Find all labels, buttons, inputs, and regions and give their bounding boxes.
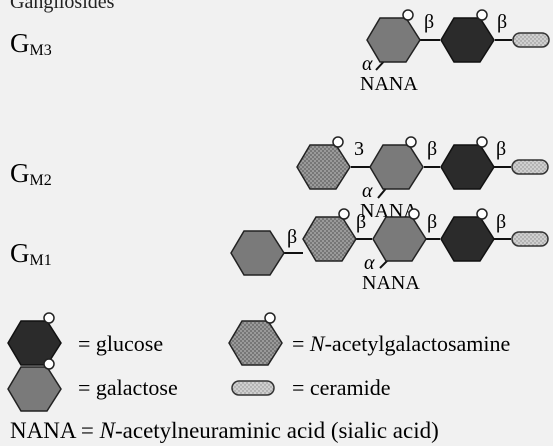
label-gm1: GM1	[10, 238, 52, 269]
link-label: β	[497, 11, 507, 33]
ring-oxygen-icon	[476, 208, 488, 220]
ring-oxygen-icon	[338, 208, 350, 220]
label-gm3: GM3	[10, 28, 52, 59]
chain-gm2: 3 β β α NANA	[296, 136, 549, 222]
faded-background-text: Gangliosides	[10, 0, 115, 13]
chain-gm3: β β α NANA	[360, 9, 550, 95]
glucose-hexagon	[440, 17, 495, 63]
link-label: 3	[354, 138, 364, 160]
link-label: β	[356, 211, 366, 233]
link-label: β	[427, 211, 437, 233]
nana-footnote: NANA = N-acetylneuraminic acid (sialic a…	[10, 418, 439, 443]
legend-n-acetylgalactosamine-label: = N-acetylgalactosamine	[292, 331, 510, 356]
n-acetylgalactosamine-hexagon	[302, 216, 357, 262]
link-label: β	[427, 138, 437, 160]
n-acetylgalactosamine-hexagon	[296, 144, 351, 190]
nana-label: NANA	[362, 272, 420, 294]
link-label: β	[496, 211, 506, 233]
branch-link-label: α	[362, 180, 373, 202]
galactose-hexagon	[369, 144, 424, 190]
header-fragment: Gangliosides	[10, 0, 115, 13]
legend-ceramide-label: = ceramide	[292, 375, 391, 400]
glucose-hexagon	[440, 144, 495, 190]
glucose-hexagon	[440, 216, 495, 262]
ring-oxygen-icon	[408, 208, 420, 220]
ring-oxygen-icon	[43, 312, 55, 324]
nana-label: NANA	[360, 73, 418, 95]
galactose-hexagon	[372, 216, 427, 262]
ring-oxygen-icon	[405, 136, 417, 148]
ring-oxygen-icon	[264, 312, 276, 324]
legend-galactose-icon	[7, 366, 62, 412]
ring-oxygen-icon	[332, 136, 344, 148]
chain-gm1: β β β β α NANA	[230, 208, 549, 294]
ceramide-bar	[511, 159, 549, 175]
ceramide-bar	[512, 32, 550, 48]
ring-oxygen-icon	[402, 9, 414, 21]
legend: = glucose = N-acetylgalactosamine = gala…	[7, 312, 510, 412]
label-gm2: GM2	[10, 158, 52, 189]
ring-oxygen-icon	[476, 9, 488, 21]
galactose-hexagon	[366, 17, 421, 63]
legend-n-acetylgalactosamine-icon	[228, 320, 283, 366]
branch-link-label: α	[364, 252, 375, 274]
ceramide-bar	[511, 231, 549, 247]
ring-oxygen-icon	[476, 136, 488, 148]
legend-galactose-label: = galactose	[78, 375, 178, 400]
galactose-hexagon	[230, 230, 285, 276]
legend-glucose-icon	[7, 320, 62, 366]
branch-link-label: α	[362, 53, 373, 75]
link-label: β	[287, 226, 297, 248]
ring-oxygen-icon	[43, 358, 55, 370]
link-label: β	[424, 11, 434, 33]
legend-ceramide-icon	[231, 380, 275, 396]
link-label: β	[496, 138, 506, 160]
legend-glucose-label: = glucose	[78, 331, 163, 356]
